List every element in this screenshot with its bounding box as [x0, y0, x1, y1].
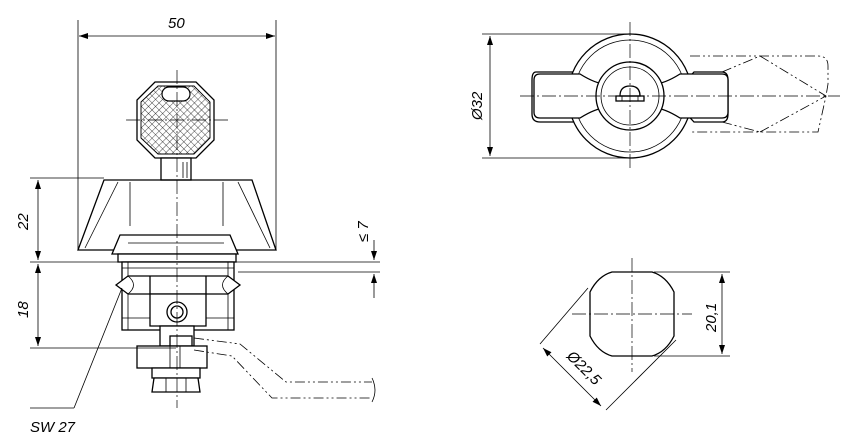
collar [111, 234, 239, 263]
hex-nut [114, 275, 242, 327]
dimension-max-thickness: ≤ 7 [238, 221, 380, 298]
dimension-diameter-32: Ø32 [469, 33, 630, 159]
mounting-cutout-view: 20,1 Ø22,5 [539, 258, 730, 411]
shaft-and-cam [136, 325, 208, 393]
dimension-flat-20-1: 20,1 [654, 271, 730, 357]
dim-label-20-1: 20,1 [703, 303, 720, 333]
handle-housing [77, 179, 277, 251]
dim-label-18: 18 [15, 301, 32, 318]
cutout-profile [589, 271, 675, 357]
dim-label-diameter-22-5: Ø22,5 [562, 347, 604, 389]
dim-label-22: 22 [15, 213, 32, 231]
cam-lever-phantom [193, 337, 376, 403]
handle-rotated-phantom [690, 55, 829, 133]
dim-label-50: 50 [168, 15, 185, 32]
dim-label-diameter-32: Ø32 [469, 91, 486, 121]
side-view: 50 [15, 15, 380, 436]
top-view: Ø32 [469, 22, 840, 168]
dimension-diameter-22-5: Ø22,5 [539, 287, 677, 411]
dimension-height-18: 18 [15, 264, 176, 349]
key [136, 81, 215, 181]
dim-label-max-thickness: ≤ 7 [355, 221, 372, 242]
dimension-height-22: 22 [15, 177, 380, 263]
dimension-width-50: 50 [77, 15, 277, 250]
label-sw27: SW 27 [30, 419, 76, 436]
callout-sw27: SW 27 [30, 287, 123, 436]
